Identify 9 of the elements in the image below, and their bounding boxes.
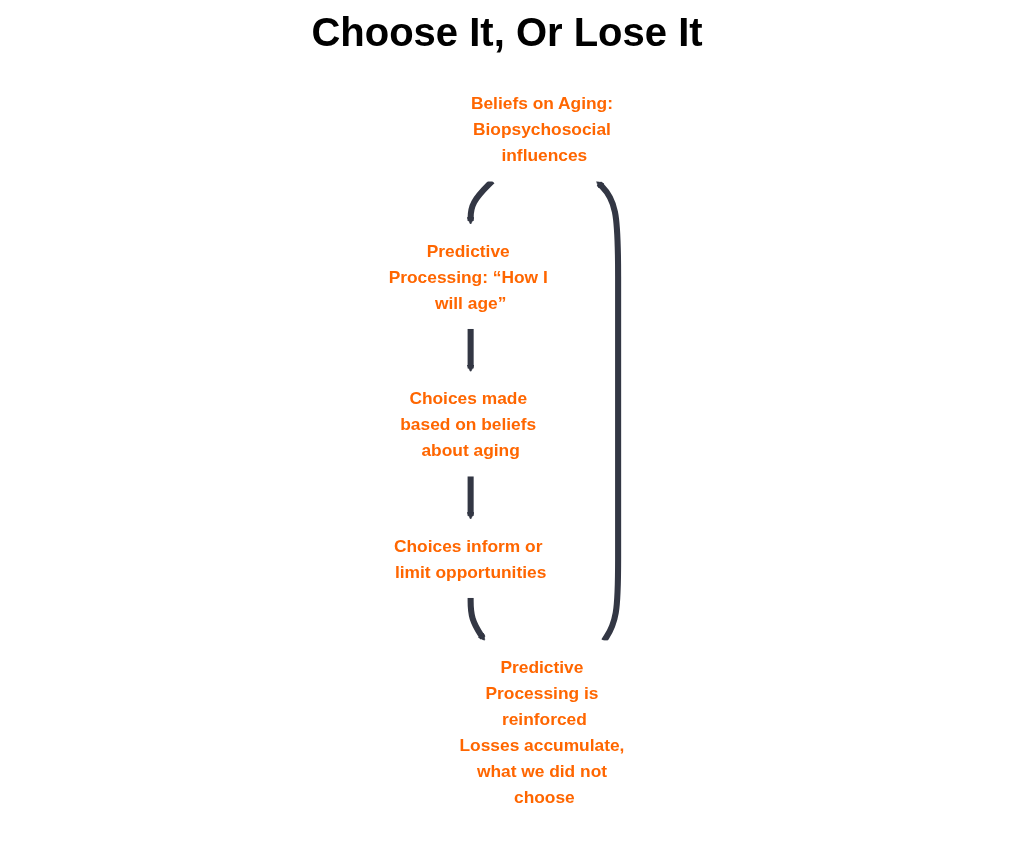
- node-text: Beliefs on Aging: Biopsychosocial influences: [470, 93, 613, 165]
- node-text: Predictive Processing: “How I will age”: [388, 240, 548, 313]
- arrow: [466, 328, 474, 373]
- node-text: Predictive Processing is reinforced Losses accumulate, what we did not choose: [459, 657, 624, 807]
- node-text: Choices inform or limit opportunities: [393, 535, 546, 581]
- diagram-title: Choose It, Or Lose It: [310, 10, 704, 55]
- arrow: [467, 597, 485, 642]
- arrow: [466, 476, 474, 520]
- node-text: Choices made based on beliefs about aging: [399, 388, 536, 460]
